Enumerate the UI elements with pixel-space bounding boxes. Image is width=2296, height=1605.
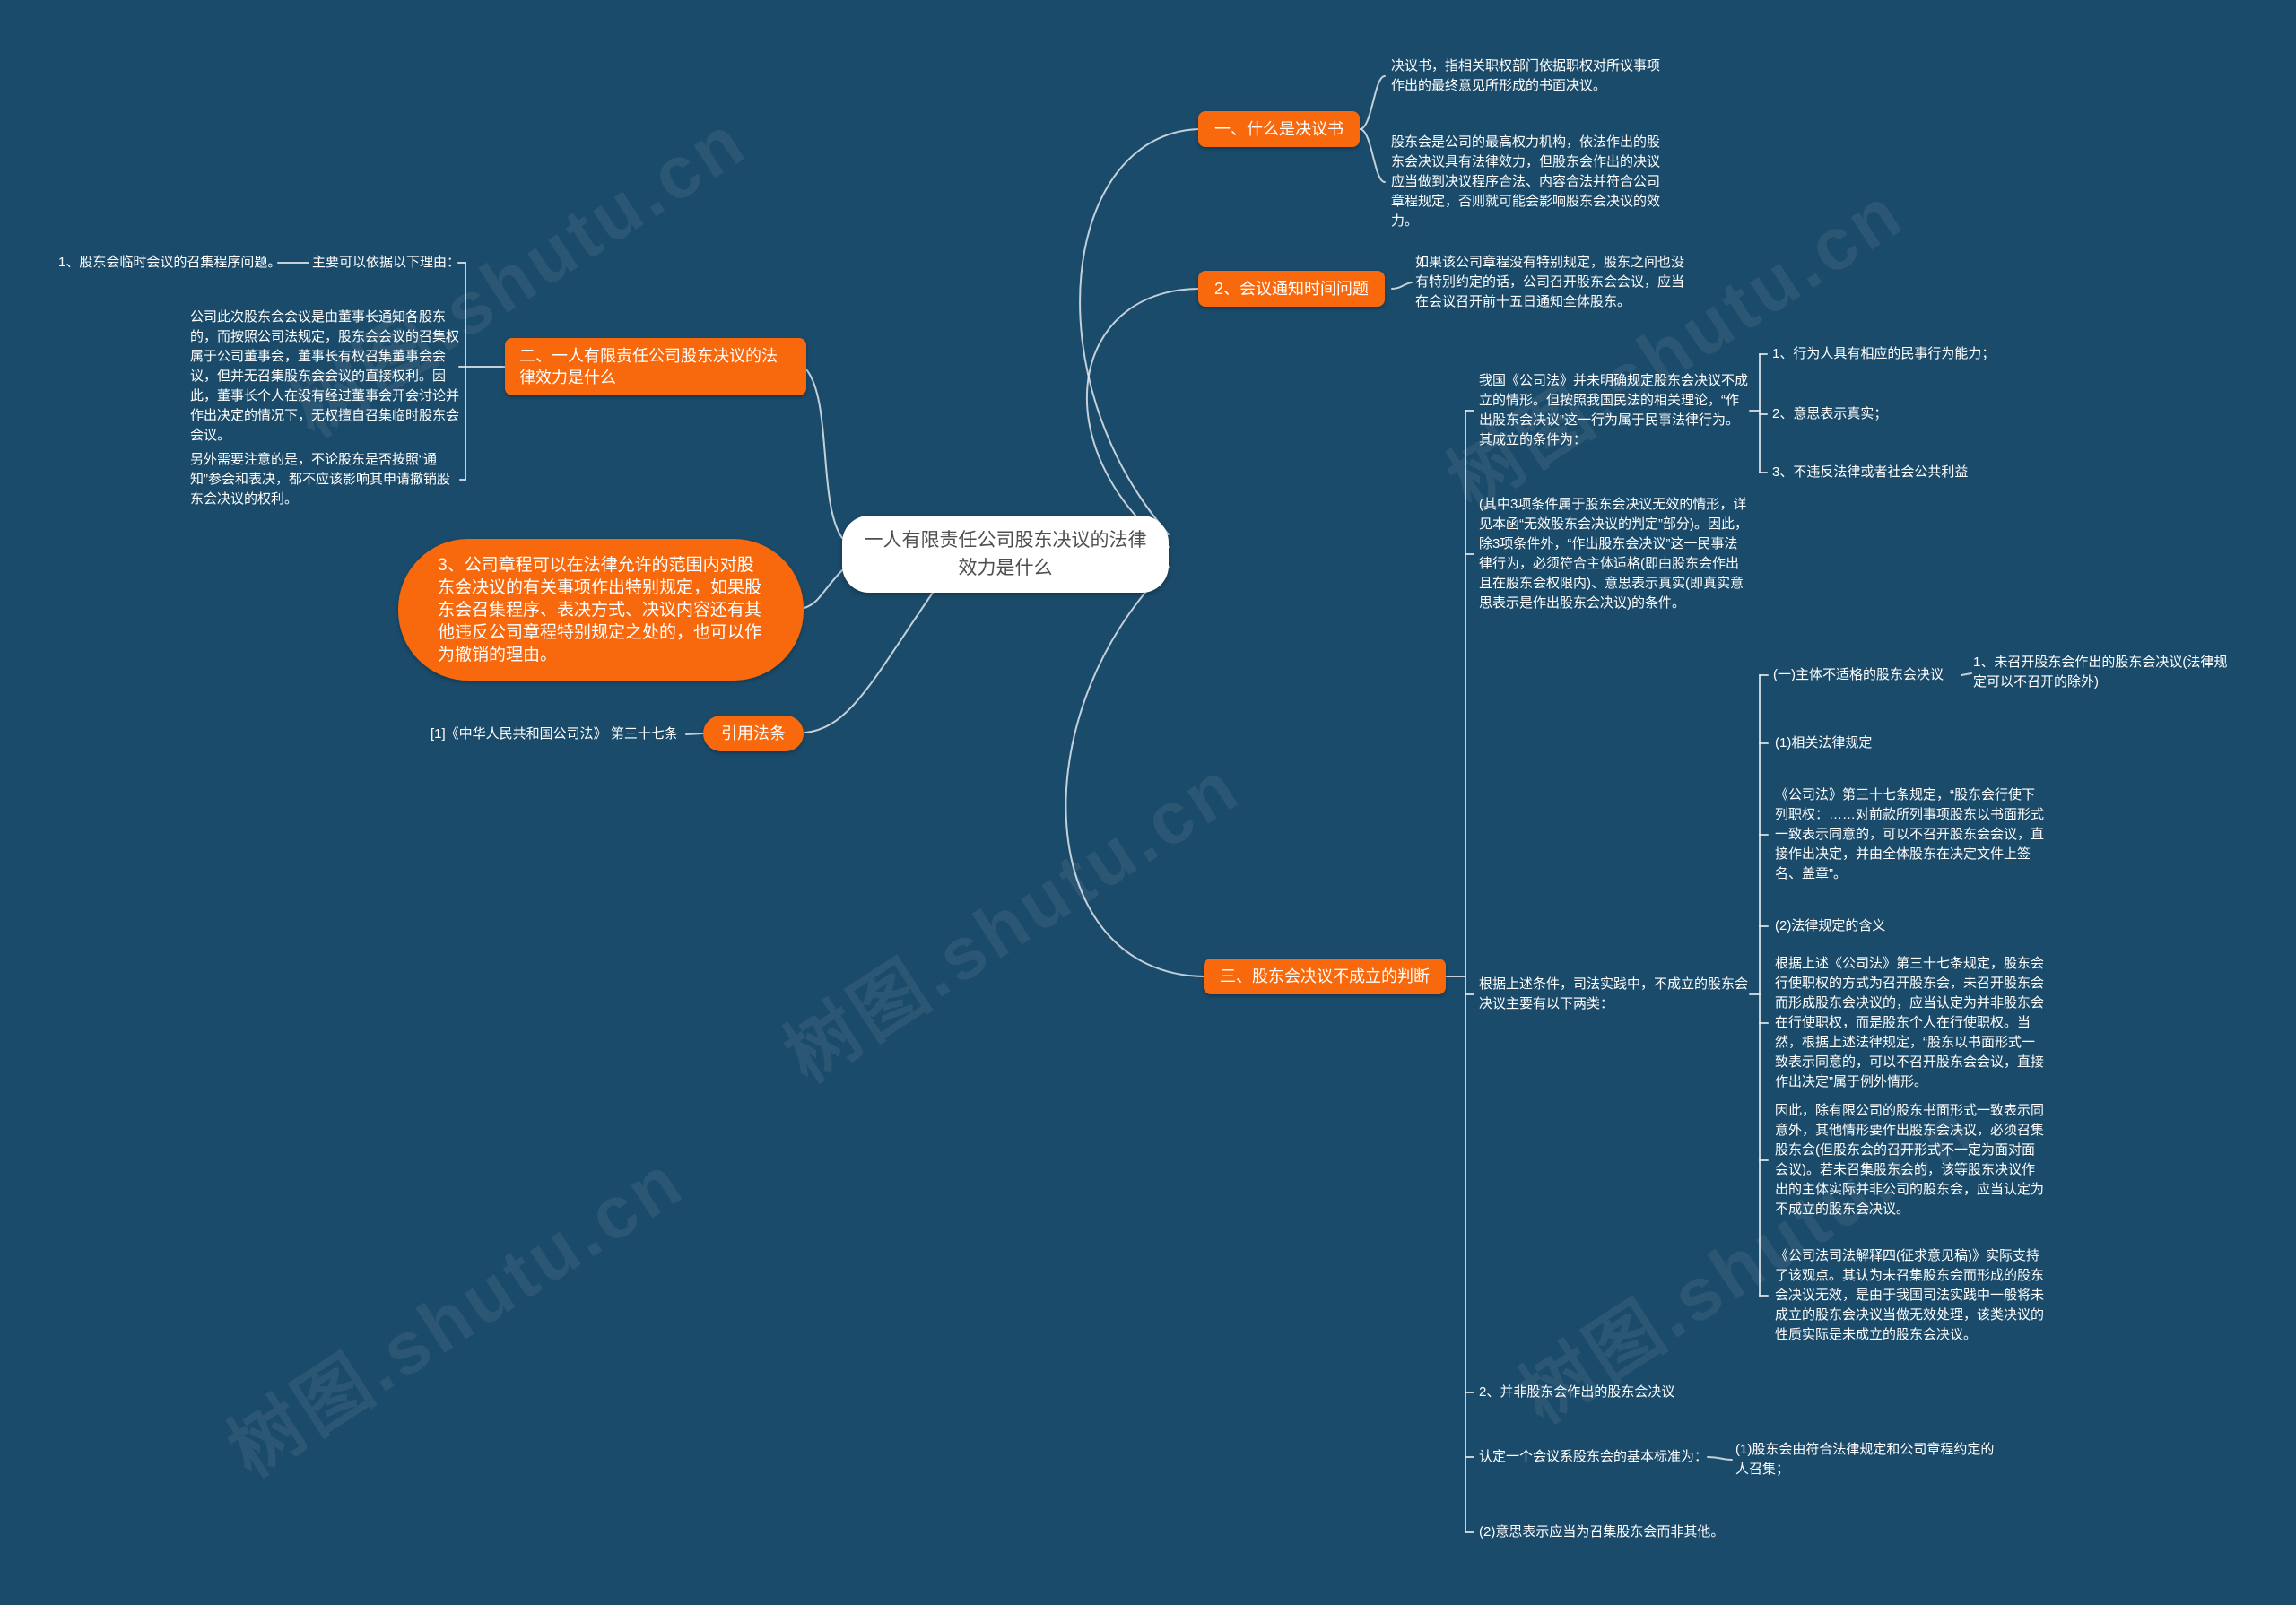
branch-legal-effect[interactable]: 二、一人有限责任公司股东决议的法律效力是什么 <box>505 338 806 395</box>
text-type2-label[interactable]: 2、并非股东会作出的股东会决议 <box>1479 1384 1675 1400</box>
text-two-types[interactable]: 根据上述条件，司法实践中，不成立的股东会决议主要有以下两类： <box>1479 976 1749 1011</box>
text-meaning-label[interactable]: (2)法律规定的含义 <box>1775 918 1886 933</box>
central-topic-node[interactable]: 一人有限责任公司股东决议的法律效力是什么 <box>842 516 1169 593</box>
text-conclusion[interactable]: 因此，除有限公司的股东书面形式一致表示同意外，其他情形要作出股东会决议，必须召集… <box>1775 1103 2045 1217</box>
text-standard-1[interactable]: (1)股东会由符合法律规定和公司章程约定的人召集； <box>1735 1442 1995 1477</box>
text-invalid-intro[interactable]: 我国《公司法》并未明确规定股东会决议不成立的情形。但按照我国民法的相关理论，“作… <box>1479 373 1749 447</box>
text-invalid-note[interactable]: (其中3项条件属于股东会决议无效的情形，详见本函“无效股东会决议的判定”部分)。… <box>1479 497 1748 611</box>
text-resolution-definition[interactable]: 决议书，指相关职权部门依据职权对所议事项作出的最终意见所形成的书面决议。 <box>1391 58 1661 93</box>
node-item3-articles-of-association[interactable]: 3、公司章程可以在法律允许的范围内对股东会决议的有关事项作出特别规定，如果股东会… <box>398 539 804 681</box>
text-condition-2[interactable]: 2、意思表示真实； <box>1772 406 1888 421</box>
text-condition-3[interactable]: 3、不违反法律或者社会公共利益 <box>1772 464 1969 480</box>
branch-what-is-resolution[interactable]: 一、什么是决议书 <box>1198 111 1360 147</box>
right-connectors <box>1065 75 1972 1533</box>
text-reason-intro[interactable]: 主要可以依据以下理由： <box>312 255 461 270</box>
left-connectors <box>277 262 934 735</box>
text-citation[interactable]: [1]《中华人民共和国公司法》 第三十七条 <box>430 726 678 742</box>
text-reason-1[interactable]: 公司此次股东会会议是由董事长通知各股东的，而按照公司法规定，股东会会议的召集权属… <box>190 309 460 443</box>
text-notice-time[interactable]: 如果该公司章程没有特别规定，股东之间也没有特别约定的话，公司召开股东会会议，应当… <box>1415 255 1685 309</box>
text-resolution-validity[interactable]: 股东会是公司的最高权力机构，依法作出的股东会决议具有法律效力，但股东会作出的决议… <box>1391 134 1661 229</box>
branch-notice-time[interactable]: 2、会议通知时间问题 <box>1198 271 1386 307</box>
text-type1-case1[interactable]: 1、未召开股东会作出的股东会决议(法律规定可以不召开的除外) <box>1973 655 2228 690</box>
text-item1-convening-procedure[interactable]: 1、股东会临时会议的召集程序问题。 <box>58 255 282 270</box>
text-reason-2[interactable]: 另外需要注意的是，不论股东是否按照“通知”参会和表决，都不应该影响其申请撤销股东… <box>190 452 450 507</box>
text-meaning[interactable]: 根据上述《公司法》第三十七条规定，股东会行使职权的方式为召开股东会，未召开股东会… <box>1775 956 2045 1089</box>
text-condition-1[interactable]: 1、行为人具有相应的民事行为能力； <box>1772 346 1996 361</box>
text-judicial-view[interactable]: 《公司法司法解释四(征求意见稿)》实际支持了该观点。其认为未召集股东会而形成的股… <box>1775 1248 2045 1342</box>
text-law-ref-label[interactable]: (1)相关法律规定 <box>1775 735 1873 750</box>
citation-pill[interactable]: 引用法条 <box>703 716 804 751</box>
text-law-ref[interactable]: 《公司法》第三十七条规定，“股东会行使下列职权：……对前款所列事项股东以书面形式… <box>1775 787 2045 881</box>
branch-invalid-judgment[interactable]: 三、股东会决议不成立的判断 <box>1204 959 1446 994</box>
text-standard-2[interactable]: (2)意思表示应当为召集股东会而非其他。 <box>1479 1524 1725 1540</box>
text-type1-label[interactable]: (一)主体不适格的股东会决议 <box>1773 667 1944 682</box>
text-standard-intro[interactable]: 认定一个会议系股东会的基本标准为： <box>1479 1449 1709 1464</box>
